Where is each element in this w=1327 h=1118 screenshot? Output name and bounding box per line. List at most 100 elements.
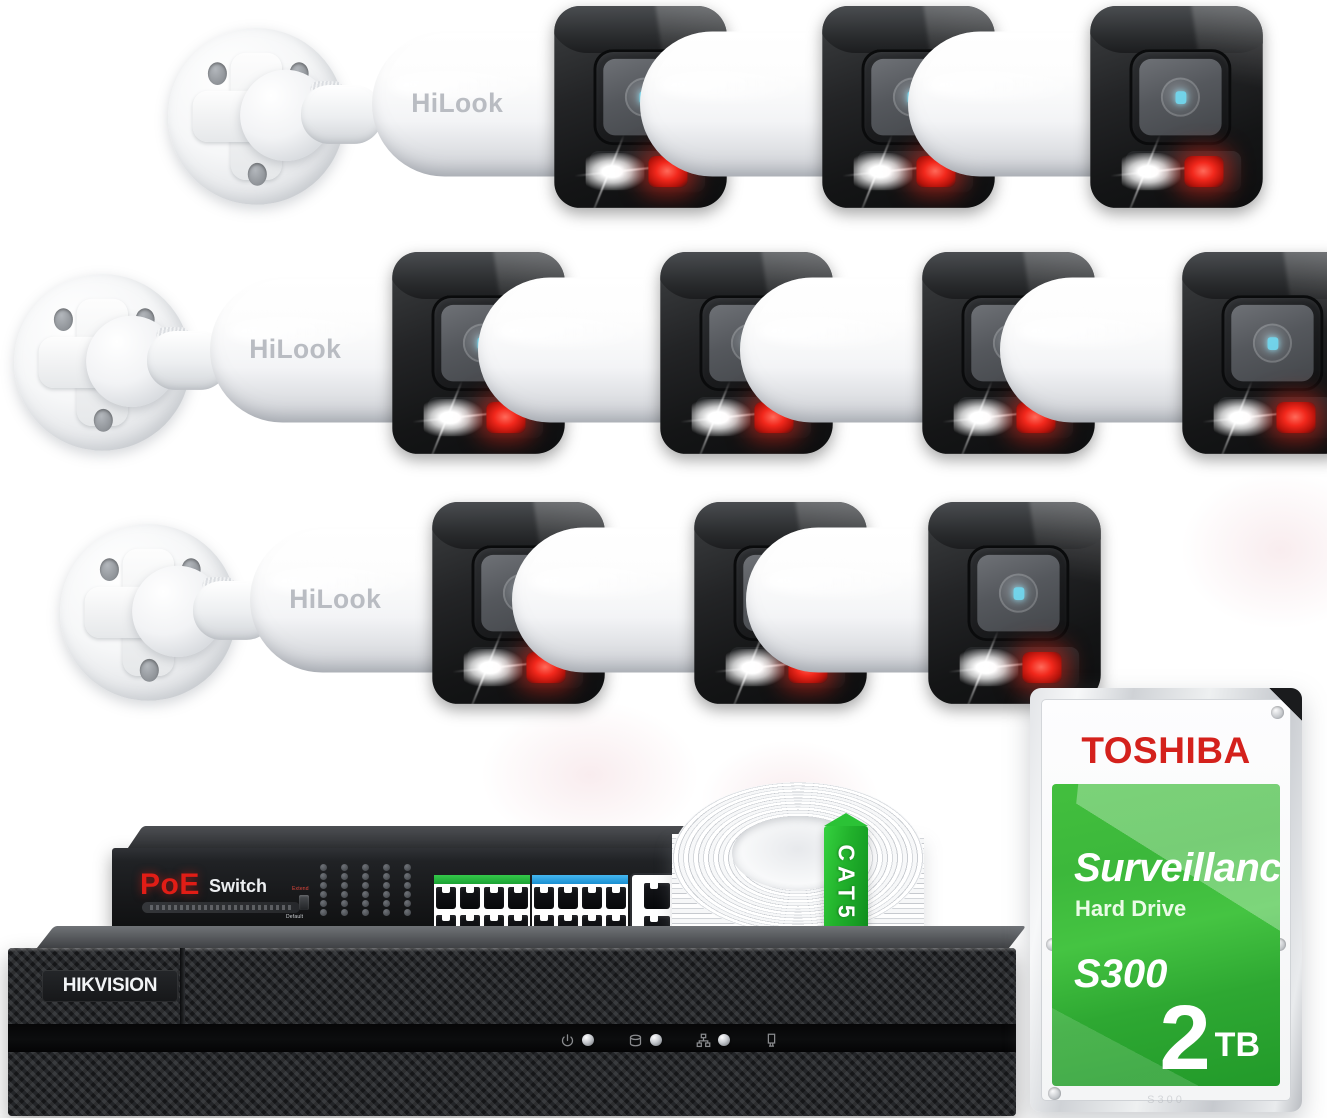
switch-status-led [383, 882, 390, 889]
switch-status-led [383, 891, 390, 898]
power-led [582, 1034, 594, 1046]
cat5-label-tag: CAT5 [824, 813, 868, 940]
red-ir-led-icon [1276, 401, 1316, 434]
hdd-product-line: Surveillance [1074, 846, 1280, 890]
red-ir-led-icon [1022, 651, 1062, 684]
switch-status-led [341, 900, 348, 907]
switch-status-led [320, 891, 327, 898]
toshiba-logo-text: TOSHIBA [1081, 730, 1251, 771]
switch-status-led [320, 873, 327, 880]
camera-led-bar [948, 630, 1080, 704]
nvr-brand-plate: HIKVISION [42, 970, 178, 1002]
switch-status-led [404, 864, 411, 871]
camera-head [1090, 6, 1263, 208]
switch-status-led [341, 882, 348, 889]
hdd-embossed-code: S300 [1147, 1094, 1185, 1106]
camera-brand-label: HiLook [249, 334, 342, 364]
camera-iris [1252, 323, 1293, 363]
nvr-network-indicator [696, 1033, 730, 1048]
switch-status-led [320, 909, 327, 916]
switch-name-label: Switch [209, 876, 268, 896]
camera-body [640, 31, 850, 177]
mount-screw-hole [207, 62, 227, 85]
network-led [718, 1034, 730, 1046]
switch-status-led [362, 882, 369, 889]
poe-port-band-top [434, 875, 530, 884]
camera-body [210, 277, 420, 423]
camera-iris [998, 573, 1039, 613]
camera-body [740, 277, 950, 423]
hikvision-logo-text: HIKVISION [62, 975, 158, 996]
rj45-port[interactable] [582, 886, 602, 909]
camera-body [372, 31, 582, 177]
camera-head [928, 502, 1101, 704]
power-icon [561, 1033, 574, 1046]
hdd-icon [629, 1034, 642, 1046]
hdd-model-name: S300 [1074, 952, 1168, 996]
hdd-screw [1271, 706, 1284, 719]
camera-body [478, 277, 688, 423]
camera-led-bar [942, 380, 1074, 454]
switch-default-label: Default [286, 914, 304, 920]
hdd-led [650, 1034, 662, 1046]
cat5-label-text: CAT5 [833, 843, 860, 923]
switch-status-led [404, 891, 411, 898]
camera-lens [977, 554, 1060, 632]
switch-microprint-strip [142, 902, 300, 913]
camera-led-bar [1110, 134, 1242, 208]
data-port-band-top [532, 875, 628, 884]
hdd-product-type: Hard Drive [1075, 896, 1187, 921]
rj45-port[interactable] [460, 886, 480, 909]
switch-status-led [341, 864, 348, 871]
mount-screw-hole [99, 558, 119, 581]
camera-body [746, 527, 956, 673]
camera-led-bar [452, 630, 584, 704]
camera-iris [1160, 77, 1201, 117]
nvr-front-panel: HIKVISION [8, 948, 1016, 1116]
red-ir-led-icon [1184, 155, 1224, 188]
switch-status-led [383, 909, 390, 916]
switch-status-led [404, 909, 411, 916]
rj45-port[interactable] [508, 886, 528, 909]
camera-head [1182, 252, 1327, 454]
switch-status-led [341, 873, 348, 880]
nvr-usb-indicator [764, 1033, 779, 1048]
nvr-power-indicator [560, 1033, 594, 1048]
mount-screw-hole [247, 162, 267, 186]
rj45-port[interactable] [606, 886, 626, 909]
camera-lens [1231, 304, 1314, 382]
hdd-capacity: 2 TB [1160, 991, 1261, 1084]
nvr-texture-upper [8, 948, 1016, 1024]
camera-brand-label: HiLook [411, 88, 504, 118]
switch-status-led [341, 891, 348, 898]
rj45-port[interactable] [436, 886, 456, 909]
hdd-screw [1048, 1087, 1061, 1100]
switch-status-led-grid: /*grid filled below*/ [320, 864, 422, 924]
hdd-capacity-unit: TB [1214, 1026, 1260, 1064]
camera-sunshield [1090, 6, 1263, 54]
switch-poe-label: PoE [140, 868, 200, 901]
rj45-port[interactable] [558, 886, 578, 909]
rj45-port[interactable] [484, 886, 504, 909]
switch-status-led [404, 900, 411, 907]
switch-status-led [383, 900, 390, 907]
usb-icon [767, 1033, 776, 1047]
rj45-port[interactable] [534, 886, 554, 909]
camera-sunshield [928, 502, 1101, 550]
camera-sunshield [1182, 252, 1327, 300]
switch-mode-button[interactable] [299, 895, 309, 910]
nvr-panel-seam [180, 948, 185, 1024]
hdd-casing: TOSHIBA Surveillance Hard Drive S300 2 T… [1030, 688, 1302, 1112]
switch-status-led [341, 909, 348, 916]
camera-lens [1139, 58, 1222, 136]
switch-status-led [383, 864, 390, 871]
switch-status-led [320, 900, 327, 907]
mount-screw-hole [139, 658, 159, 682]
switch-status-led [362, 864, 369, 871]
uplink-rj45-port[interactable] [644, 881, 670, 909]
switch-extend-label: Extend [292, 886, 309, 892]
switch-status-led [404, 873, 411, 880]
nvr-indicator-row [560, 1030, 779, 1050]
mount-arm [301, 85, 383, 144]
